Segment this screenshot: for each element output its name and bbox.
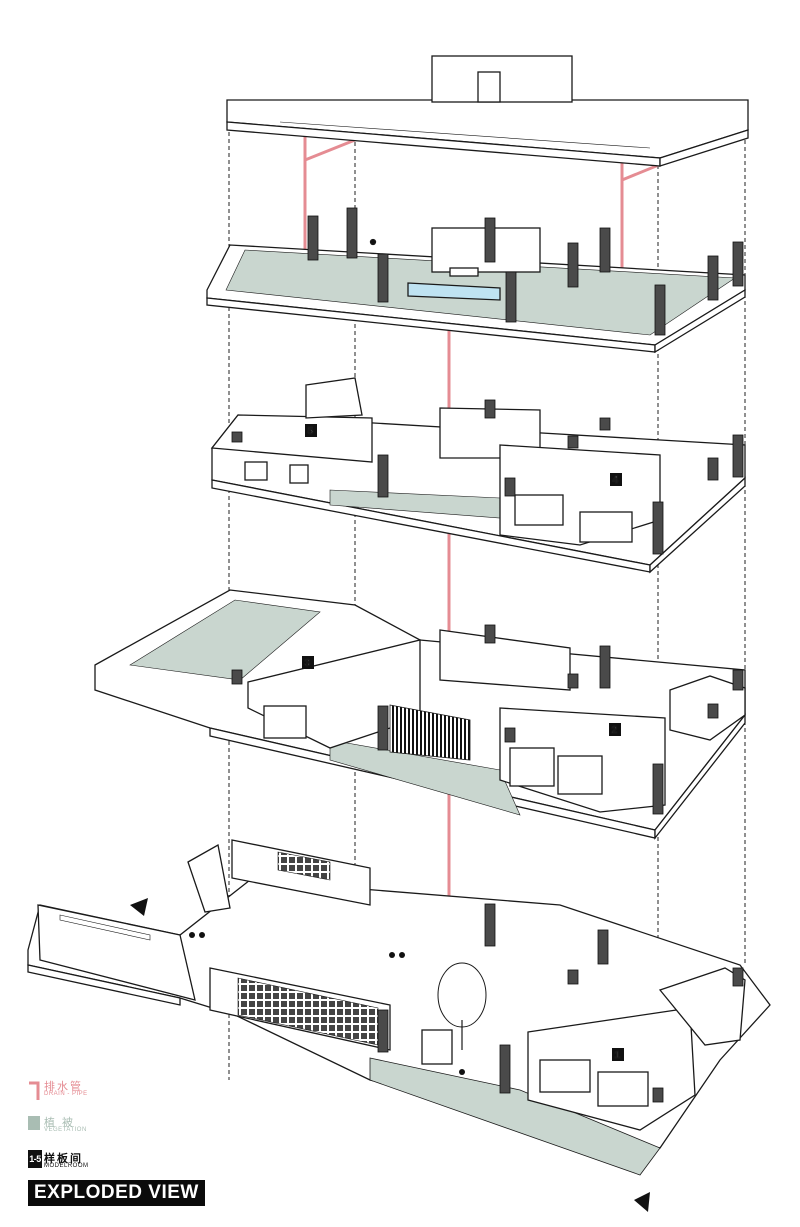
- room-2-label: 2: [612, 725, 618, 736]
- legend-modelroom-label: 样板间: [44, 1153, 83, 1165]
- room-5-label: 5: [308, 426, 314, 437]
- room-4-tag: [610, 473, 622, 486]
- room-1-label: 1: [615, 1050, 621, 1061]
- legend-pipe-label: 排水管: [44, 1081, 83, 1093]
- legend-vegetation: 植 被 VEGETATION: [28, 1114, 248, 1150]
- legend-modelroom: 1-5 样板间 MODELROOM: [28, 1150, 248, 1186]
- legend-pipe: 排水管 DRAIN - PIPE: [28, 1078, 248, 1114]
- floor-rooms-5-4: 5 4: [210, 377, 746, 574]
- floor-rooms-3-2: 3 2: [94, 589, 746, 840]
- vegetation-swatch-icon: [28, 1116, 40, 1130]
- modelroom-badge: 1-5: [28, 1150, 42, 1168]
- floor-roof-terrace: [206, 207, 746, 354]
- room-4-label: 4: [613, 475, 619, 486]
- legend-modelroom-sublabel: MODELROOM: [44, 1163, 89, 1169]
- roof-slab: [226, 55, 749, 167]
- legend-vegetation-sublabel: VEGETATION: [44, 1127, 87, 1133]
- room-5-tag: [305, 424, 317, 437]
- room-3-tag: [302, 656, 314, 669]
- legend-pipe-sublabel: DRAIN - PIPE: [44, 1091, 88, 1097]
- legend-vegetation-label: 植 被: [44, 1117, 76, 1129]
- room-3-label: 3: [305, 658, 311, 669]
- legend: 排水管 DRAIN - PIPE 植 被 VEGETATION 1-5 样板间 …: [28, 1078, 248, 1186]
- diagram-title: EXPLODED VIEW: [28, 1180, 205, 1206]
- pipe-swatch-icon: [29, 1081, 40, 1100]
- room-1-tag: [612, 1048, 624, 1061]
- room-2-tag: [609, 723, 621, 736]
- floor-ground-room-1: 1: [27, 839, 771, 1212]
